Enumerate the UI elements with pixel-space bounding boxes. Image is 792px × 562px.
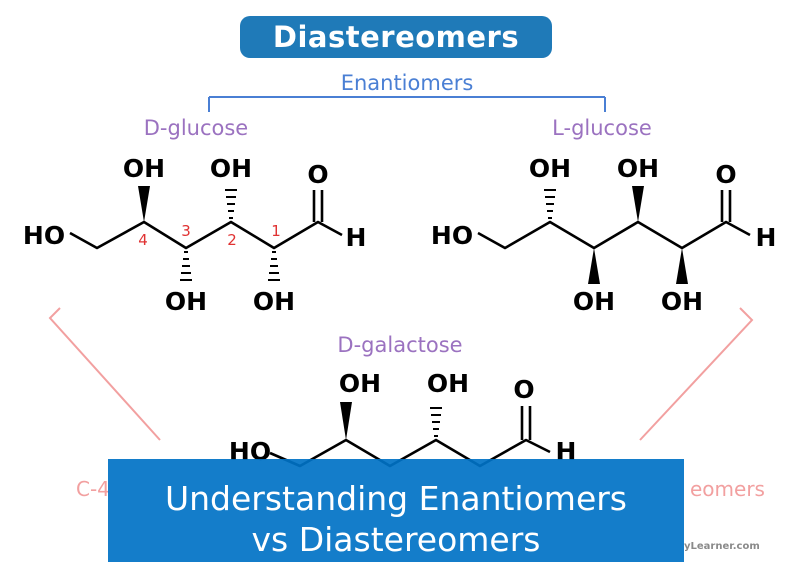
hash-bond-c2 — [225, 189, 237, 219]
hash-bond-c4 — [544, 189, 556, 219]
group-oh-c2: OH — [617, 154, 659, 183]
hash-bond-c1 — [268, 251, 280, 281]
molecule-name-d-galactose: D-galactose — [337, 333, 462, 357]
group-ho: HO — [23, 221, 65, 250]
caption-line-2: vs Diastereomers — [251, 520, 541, 559]
group-oh-c2: OH — [210, 154, 252, 183]
group-oh-c4: OH — [529, 154, 571, 183]
wedge-bond-c3 — [588, 248, 600, 284]
group-oh-c3: OH — [165, 287, 207, 316]
group-ho: HO — [431, 221, 473, 250]
wedge-bond-c1 — [676, 248, 688, 284]
carbon-number-4: 4 — [138, 231, 148, 249]
group-o: O — [513, 375, 534, 404]
group-oh-c1: OH — [661, 287, 703, 316]
skeleton-bonds — [269, 406, 551, 468]
group-oh-c1: OH — [253, 287, 295, 316]
right-relation-label: eomers — [690, 477, 765, 501]
group-oh-c4: OH — [123, 154, 165, 183]
carbon-number-1: 1 — [271, 222, 281, 240]
group-oh-c3: OH — [427, 369, 469, 398]
wedge-bond-c2 — [632, 186, 644, 222]
group-h: H — [756, 223, 777, 252]
left-relation-label: C-4 — [76, 477, 110, 501]
group-oh-c3: OH — [573, 287, 615, 316]
wedge-bond-c4 — [138, 186, 150, 222]
group-h: H — [556, 437, 577, 466]
molecule-name-l-glucose: L-glucose — [552, 116, 652, 140]
hash-bond-c3 — [180, 251, 192, 281]
skeleton-bonds — [69, 190, 343, 250]
enantiomers-label: Enantiomers — [341, 71, 474, 95]
molecule-name-d-glucose: D-glucose — [144, 116, 248, 140]
caption-banner — [108, 459, 684, 562]
molecule-d-glucose: D-glucose HO OH OH OH — [23, 116, 367, 316]
molecule-l-glucose: L-glucose HO OH OH OH OH O H — [431, 116, 777, 316]
watermark-text: yLearner.com — [684, 541, 760, 552]
group-o: O — [307, 160, 328, 189]
group-o: O — [715, 160, 736, 189]
group-oh-c4: OH — [339, 369, 381, 398]
molecule-d-galactose: D-galactose HO OH OH O H — [229, 333, 577, 468]
enantiomers-bracket — [208, 96, 606, 112]
skeleton-bonds — [477, 190, 751, 250]
caption-banner-text: Understanding Enantiomers vs Diastereome… — [108, 478, 684, 562]
wedge-bond-c4 — [340, 402, 352, 440]
carbon-number-3: 3 — [181, 222, 191, 240]
hash-bond-c2 — [430, 407, 442, 437]
page-title: Diastereomers — [240, 16, 552, 58]
group-h: H — [346, 223, 367, 252]
caption-line-1: Understanding Enantiomers — [164, 479, 628, 518]
carbon-number-2: 2 — [227, 231, 237, 249]
diastereomer-relation-lines — [48, 307, 754, 441]
